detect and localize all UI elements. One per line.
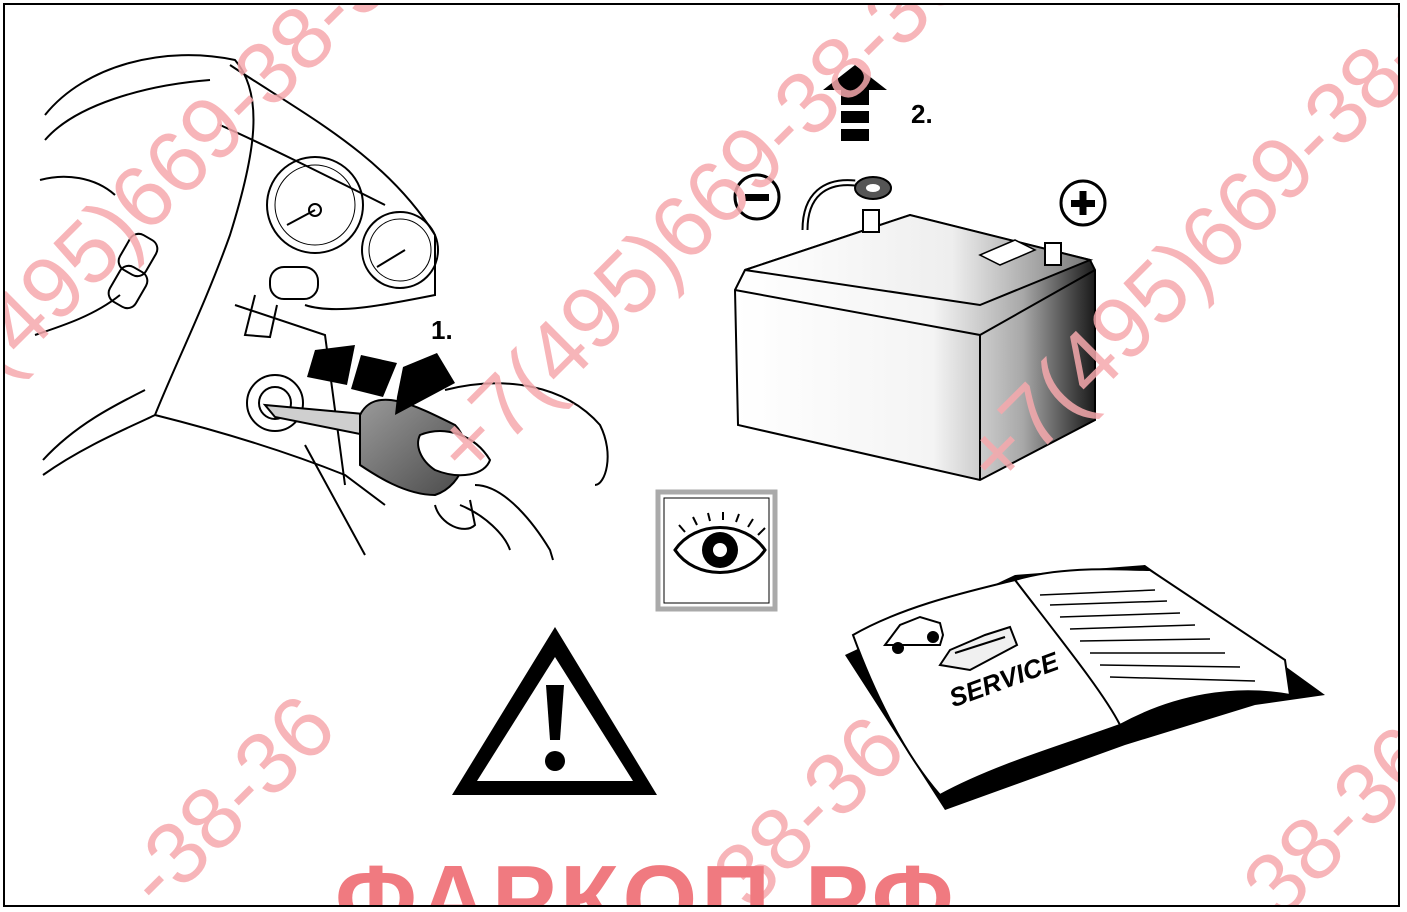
step-1-label: 1. [431, 315, 453, 346]
page-frame: 1. 2. SERVICE +7(495)669-38-36 +7(495)66… [3, 3, 1400, 907]
service-book-icon [845, 565, 1325, 810]
dashboard-ignition-illustration [35, 55, 608, 560]
battery-illustration [735, 177, 1095, 480]
lift-arrow-icon [823, 65, 887, 141]
eye-icon [658, 492, 775, 609]
negative-terminal-icon [735, 175, 779, 219]
step-2-label: 2. [911, 99, 933, 130]
warning-triangle-icon [452, 627, 657, 795]
illustration-canvas [5, 5, 1400, 907]
positive-terminal-icon [1061, 181, 1105, 225]
